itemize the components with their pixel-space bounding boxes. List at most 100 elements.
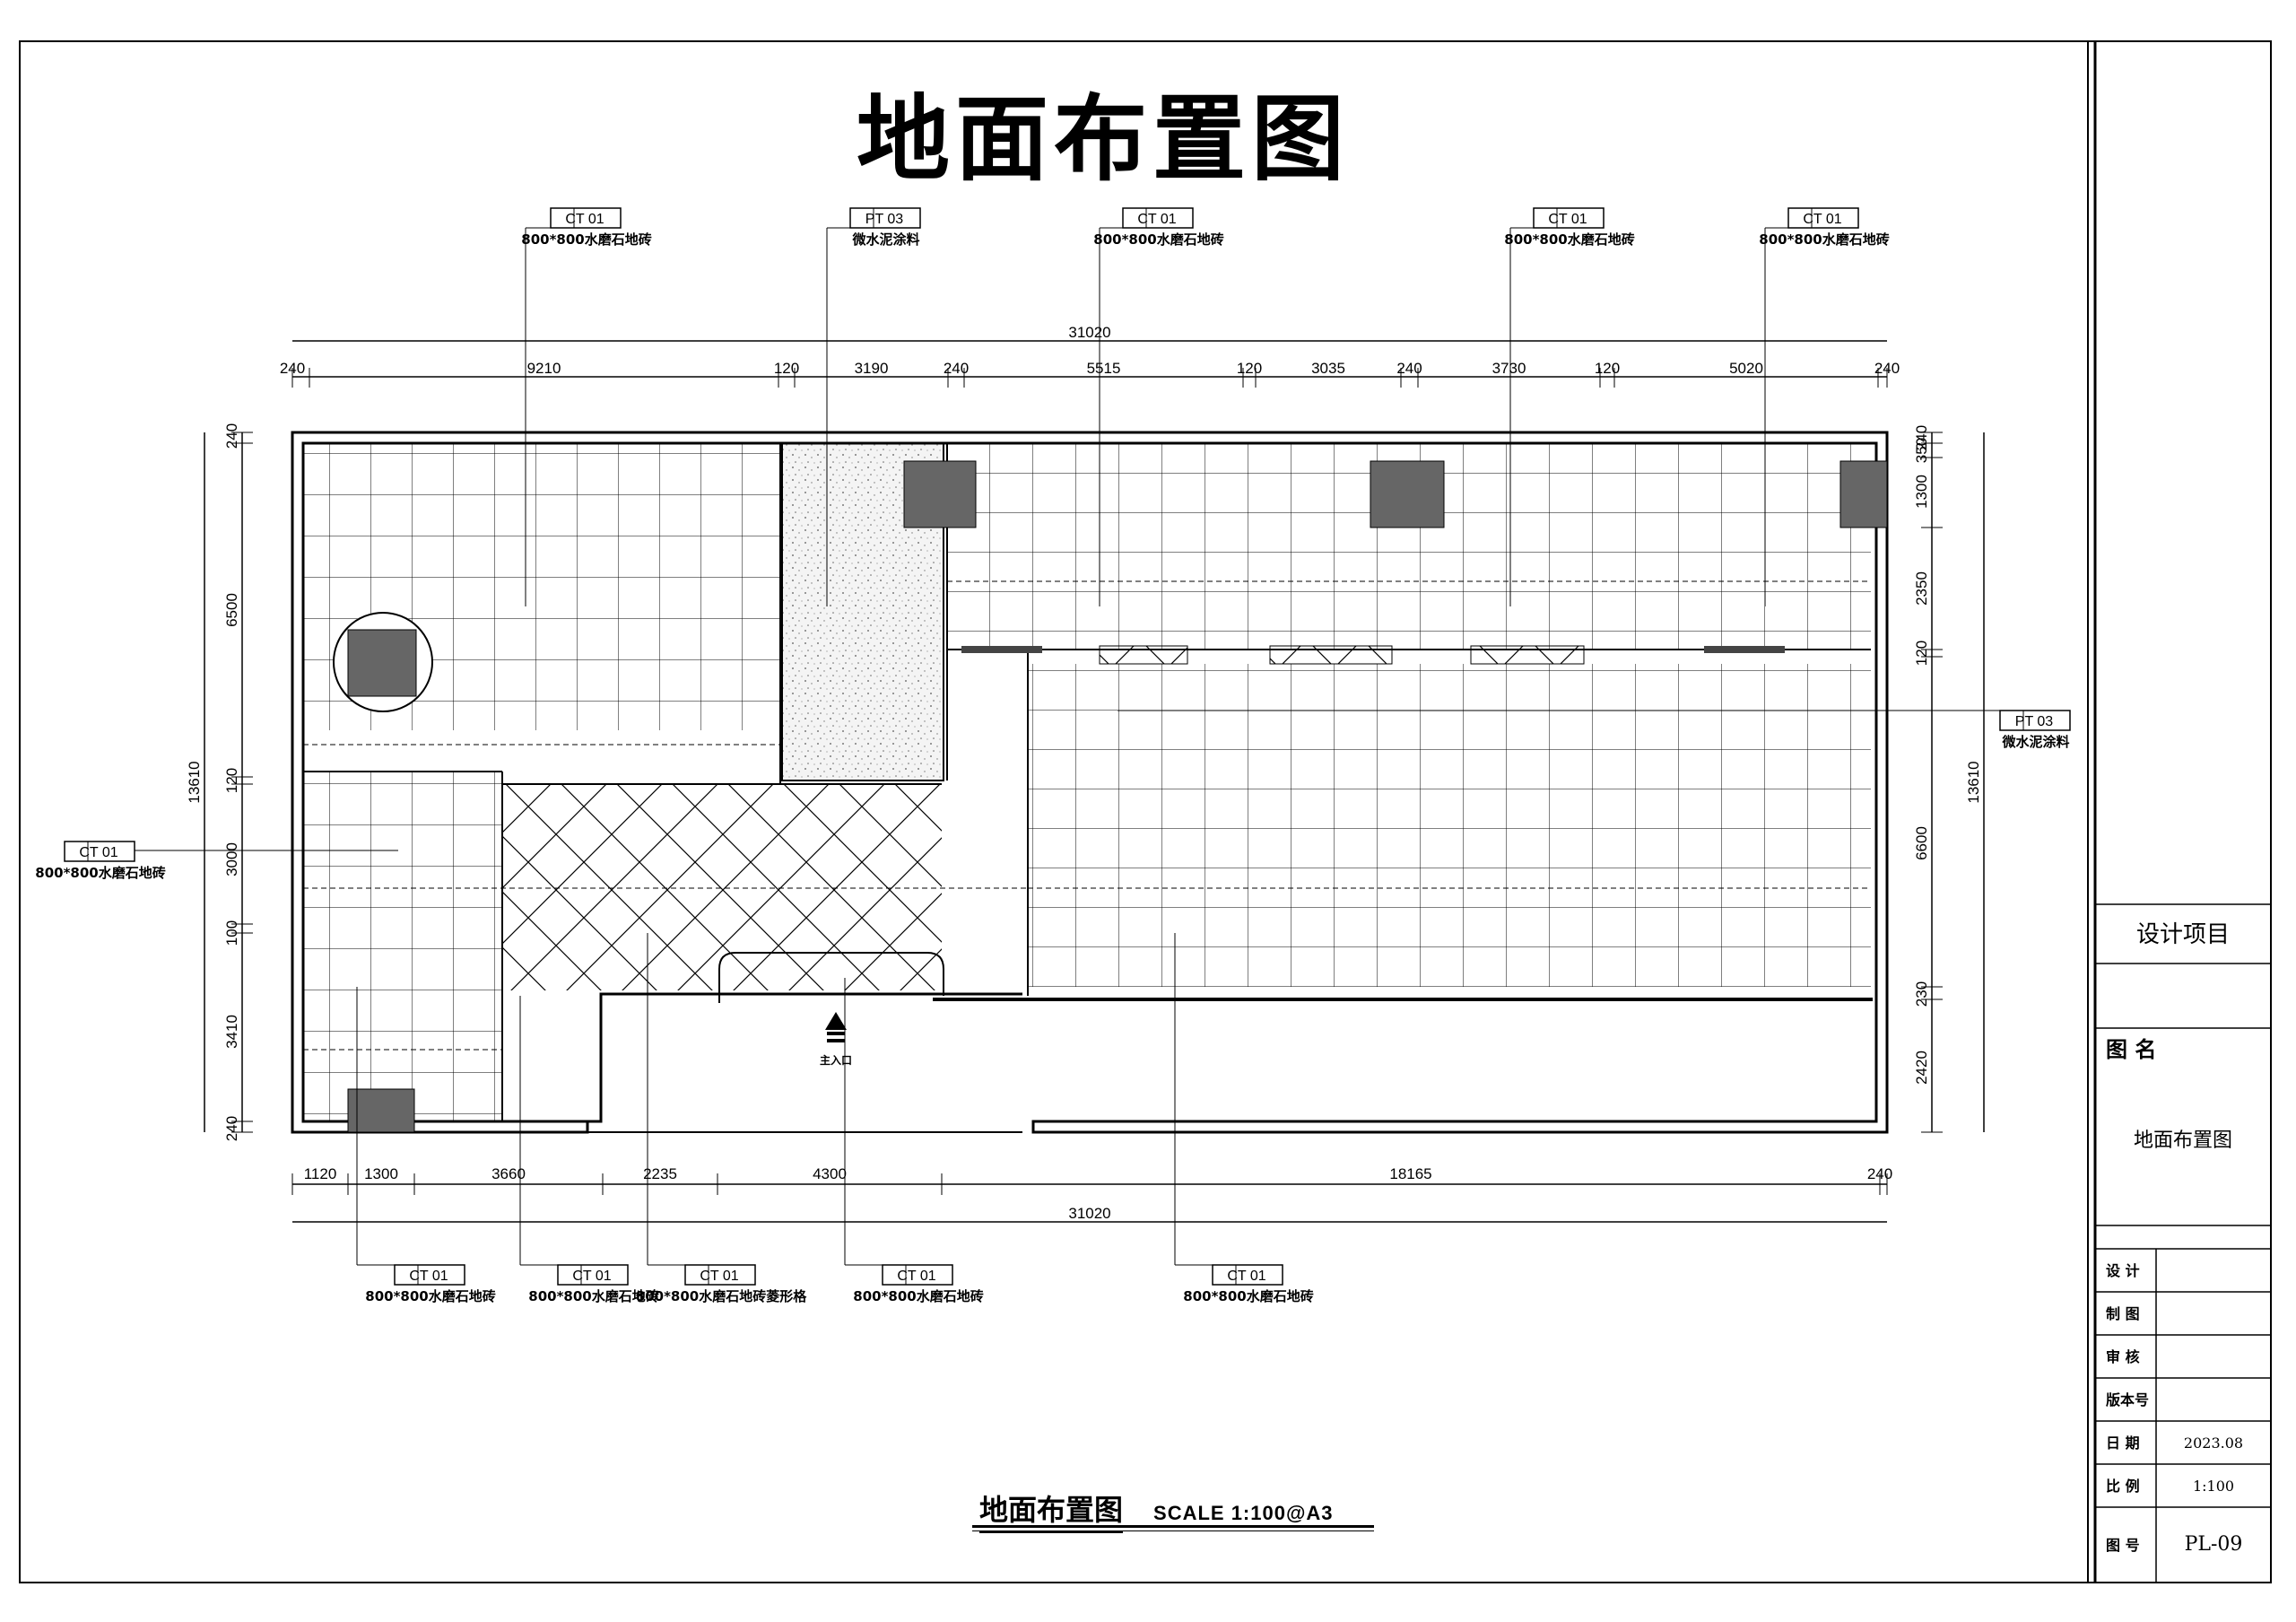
title-block-row-label: 版本号 [2105,1391,2149,1408]
dimension-label: 2235 [643,1165,677,1182]
material-code: CT 01 [1137,212,1176,227]
dimension-label: 120 [1237,360,1262,377]
caption-underline-2 [972,1530,1374,1531]
material-description: 800*800水磨石地砖 [35,865,165,881]
material-tag: CT 01 800*800水磨石地砖 [356,987,496,1304]
reception-counter [718,952,944,1003]
dimension-label: 5515 [1087,360,1121,377]
material-code: CT 01 [897,1269,935,1284]
material-description: 800*800水磨石地砖 [853,1288,983,1304]
title-block-row-label: 图 号 [2106,1537,2140,1554]
material-code: CT 01 [79,845,117,860]
material-code: CT 01 [1803,212,1841,227]
column [903,460,977,528]
dimension-label: 100 [223,920,240,946]
title-block-row-value: PL-09 [2185,1533,2243,1556]
dimension-label: 350 [1913,438,1930,463]
dimension-label: 240 [223,423,240,449]
total-height-label: 13610 [1965,761,1982,803]
drawing-caption: 地面布置图 SCALE 1:100@A3 [979,1487,1334,1533]
material-tag: CT 01 800*800水磨石地砖 [519,996,659,1304]
dimension-label: 3190 [855,360,889,377]
caption-scale: SCALE 1:100@A3 [1153,1502,1334,1524]
material-code: CT 01 [700,1269,738,1284]
title-block-row-value: 1:100 [2193,1478,2234,1495]
column [347,1088,415,1133]
dimension-label: 2420 [1913,1051,1930,1085]
material-description: 微水泥涂料 [2001,734,2069,750]
title-block-row-label: 比 例 [2106,1478,2140,1495]
dimension-label: 3000 [223,842,240,876]
column [1839,460,1888,528]
title-block-row-label: 日 期 [2106,1435,2140,1452]
dimension-label: 3730 [1492,360,1526,377]
material-description: 微水泥涂料 [851,231,919,248]
drawing-name: 地面布置图 [2134,1129,2232,1152]
material-description: 800*800水磨石地砖 [1759,231,1889,248]
caption-underline [972,1525,1374,1528]
dimension-label: 120 [223,768,240,793]
page-title: 地面布置图 [857,83,1351,194]
material-code: CT 01 [409,1269,448,1284]
title-block-row-label: 审 核 [2106,1348,2140,1365]
material-tag: PT 03 微水泥涂料 [826,207,921,606]
dimension-label: 2350 [1913,571,1930,606]
title-block-row-value: 2023.08 [2184,1435,2243,1452]
entrance-label: 主入口 [820,1053,852,1067]
material-code: PT 03 [2015,714,2054,729]
dimension-label: 230 [1913,981,1930,1007]
material-tag: CT 01 800*800水磨石地砖 [35,841,398,881]
dimension-label: 6500 [223,593,240,627]
title-block [2095,903,2271,1583]
dimension-label: 3410 [223,1015,240,1049]
material-code: PT 03 [865,212,904,227]
title-block-row-label: 制 图 [2106,1305,2140,1322]
material-code: CT 01 [1548,212,1587,227]
material-description: 800*800水磨石地砖 [1183,1288,1313,1304]
dimension-label: 240 [280,360,305,377]
dimension-label: 240 [1396,360,1422,377]
column [1370,460,1445,528]
dimension-label: 240 [1867,1165,1892,1182]
material-tag: CT 01 800*800水磨石地砖 [844,978,984,1304]
material-tag: CT 01 800*800水磨石地砖 [1759,207,1890,606]
total-width-label: 31020 [1068,1205,1110,1222]
material-tags: CT 01 800*800水磨石地砖 PT 03 微水泥涂料 CT 01 800*800水… [35,207,2071,1304]
dimension-label: 1120 [304,1165,337,1182]
entrance-arrow-icon [825,1012,847,1030]
material-tag: CT 01 800*800水磨石地砖 [1504,207,1635,606]
total-height-label: 13610 [186,761,203,803]
dimension-label: 240 [1913,425,1930,450]
material-description: 800*800水磨石地砖菱形格 [636,1288,807,1304]
material-description: 800*800水磨石地砖 [1504,231,1634,248]
total-width-label: 31020 [1068,324,1110,341]
material-description: 800*800水磨石地砖 [528,1288,658,1304]
drawing-name-label: 图 名 [2106,1036,2156,1062]
dimension-label: 120 [1913,641,1930,666]
dimension-label: 5020 [1729,360,1763,377]
material-description: 800*800水磨石地砖 [521,231,651,248]
material-tag: CT 01 800*800水磨石地砖 [521,207,652,606]
dimension-label: 18165 [1389,1165,1431,1182]
material-code: CT 01 [565,212,604,227]
dimension-label: 120 [774,360,799,377]
sheet-border [19,40,2272,1583]
dimension-label: 4300 [813,1165,847,1182]
dimension-label: 3035 [1311,360,1345,377]
material-tag: PT 03 微水泥涂料 [1118,710,2071,750]
dimension-label: 240 [223,1116,240,1141]
caption-title: 地面布置图 [979,1493,1124,1533]
dimension-label: 6600 [1913,826,1930,860]
material-description: 800*800水磨石地砖 [365,1288,495,1304]
dimension-label: 1300 [364,1165,398,1182]
diamond-tile-area [502,784,942,990]
floor-plan: 主入口 [291,431,1889,1134]
dimension-label: 3660 [491,1165,526,1182]
dimension-label: 120 [1595,360,1620,377]
material-code: CT 01 [572,1269,611,1284]
